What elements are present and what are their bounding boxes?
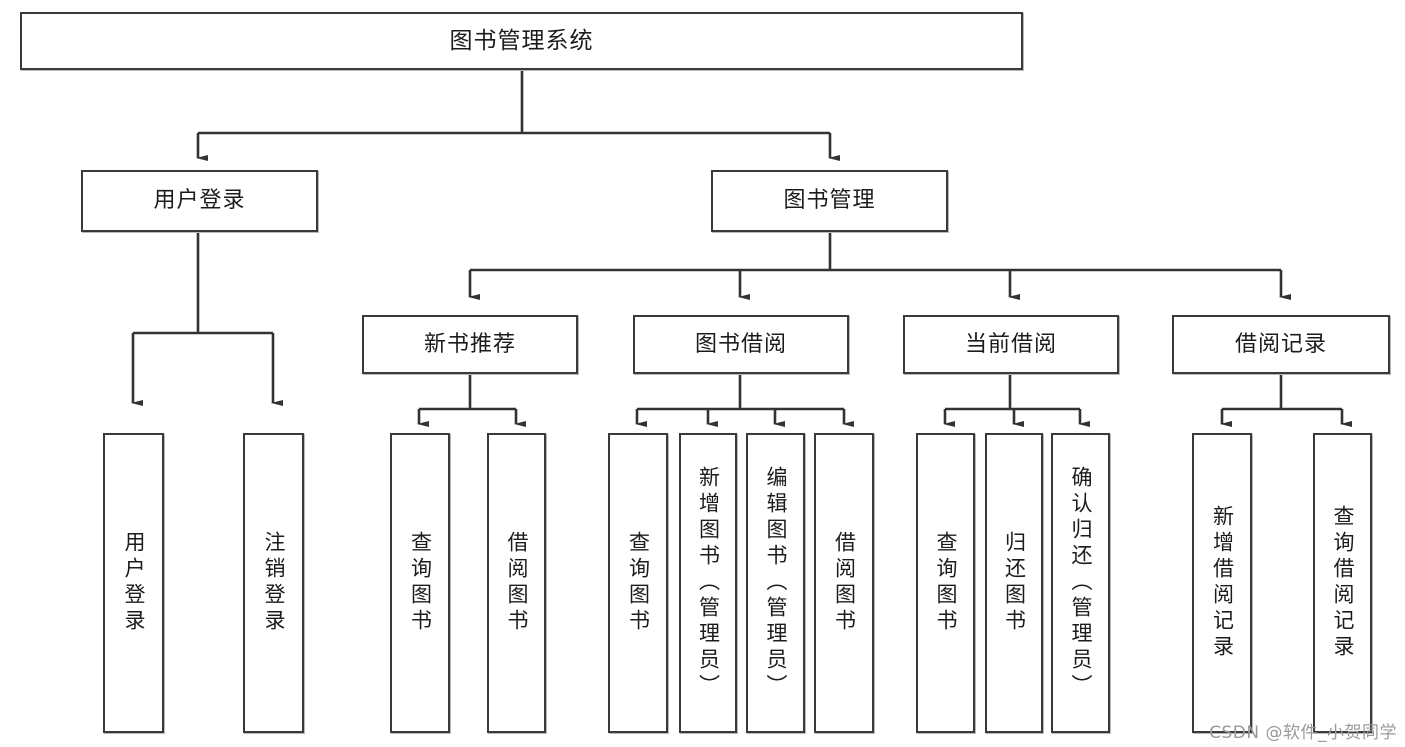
leaf-confirm-return-admin[interactable]: 确认归还（管理员） [1051,433,1110,733]
leaf-current-query-book[interactable]: 查询图书 [916,433,975,733]
node-label: 编辑图书（管理员） [764,466,788,700]
node-label: 借阅记录 [1234,331,1327,357]
node-label: 当前借阅 [964,331,1057,357]
leaf-logout[interactable]: 注销登录 [243,433,304,733]
node-label: 注销登录 [262,531,286,635]
node-root-book-management-system[interactable]: 图书管理系统 [20,12,1023,70]
leaf-return-book[interactable]: 归还图书 [985,433,1043,733]
node-label: 图书管理系统 [449,27,594,54]
node-new-book-recommend[interactable]: 新书推荐 [362,315,578,374]
node-label: 查询借阅记录 [1331,505,1355,661]
node-label: 新书推荐 [423,331,516,357]
node-label: 借阅图书 [505,531,529,635]
node-label: 查询图书 [626,531,651,635]
leaf-user-login[interactable]: 用户登录 [103,433,164,733]
node-label: 确认归还（管理员） [1069,466,1093,700]
node-label: 新增图书（管理员） [696,466,721,700]
leaf-add-book-admin[interactable]: 新增图书（管理员） [679,433,737,733]
node-current-borrow[interactable]: 当前借阅 [903,315,1119,374]
leaf-borrow-query-book[interactable]: 查询图书 [608,433,668,733]
node-book-management[interactable]: 图书管理 [711,170,948,232]
node-label: 用户登录 [122,531,146,635]
leaf-borrow-borrow-book[interactable]: 借阅图书 [814,433,874,733]
node-label: 归还图书 [1002,531,1027,635]
leaf-add-borrow-record[interactable]: 新增借阅记录 [1192,433,1252,733]
leaf-edit-book-admin[interactable]: 编辑图书（管理员） [746,433,805,733]
node-book-borrow[interactable]: 图书借阅 [633,315,849,374]
node-label: 图书借阅 [694,331,787,357]
node-label: 用户登录 [153,188,246,214]
node-label: 图书管理 [783,188,876,214]
node-label: 新增借阅记录 [1210,505,1235,661]
node-label: 查询图书 [408,531,433,635]
leaf-query-borrow-record[interactable]: 查询借阅记录 [1313,433,1372,733]
node-label: 借阅图书 [832,531,857,635]
leaf-recommend-borrow-book[interactable]: 借阅图书 [487,433,546,733]
node-user-login[interactable]: 用户登录 [81,170,318,232]
node-label: 查询图书 [934,531,958,635]
node-borrow-record[interactable]: 借阅记录 [1172,315,1390,374]
leaf-recommend-query-book[interactable]: 查询图书 [390,433,450,733]
